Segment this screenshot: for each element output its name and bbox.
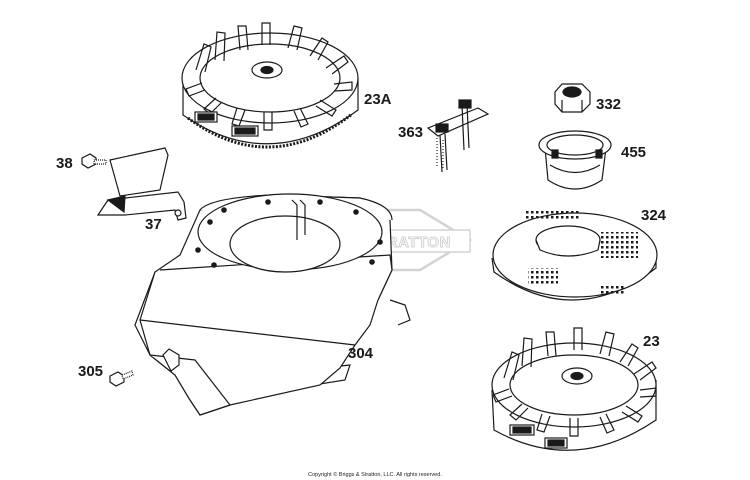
screw-38 xyxy=(81,153,107,169)
flywheel-23a xyxy=(181,22,359,149)
flywheel-23 xyxy=(491,327,657,451)
callout-363[interactable]: 363 xyxy=(398,124,424,141)
callout-304[interactable]: 304 xyxy=(348,345,374,362)
bracket-bolts-363 xyxy=(426,99,490,173)
rotating-screen-324 xyxy=(491,210,658,301)
callout-305[interactable]: 305 xyxy=(78,363,104,380)
callout-324[interactable]: 324 xyxy=(641,207,667,224)
callout-38[interactable]: 38 xyxy=(56,155,73,172)
starter-cup-455 xyxy=(538,130,612,190)
bracket-37 xyxy=(96,147,187,221)
copyright-notice: Copyright © Briggs & Stratton, LLC. All … xyxy=(308,472,442,478)
screw-305 xyxy=(109,370,134,387)
nut-332 xyxy=(554,83,591,113)
callout-455[interactable]: 455 xyxy=(621,144,647,161)
callout-332[interactable]: 332 xyxy=(596,96,622,113)
callout-37[interactable]: 37 xyxy=(145,216,162,233)
callout-23a[interactable]: 23A xyxy=(364,91,392,108)
blower-housing-304 xyxy=(134,193,411,416)
callout-23[interactable]: 23 xyxy=(643,333,660,350)
